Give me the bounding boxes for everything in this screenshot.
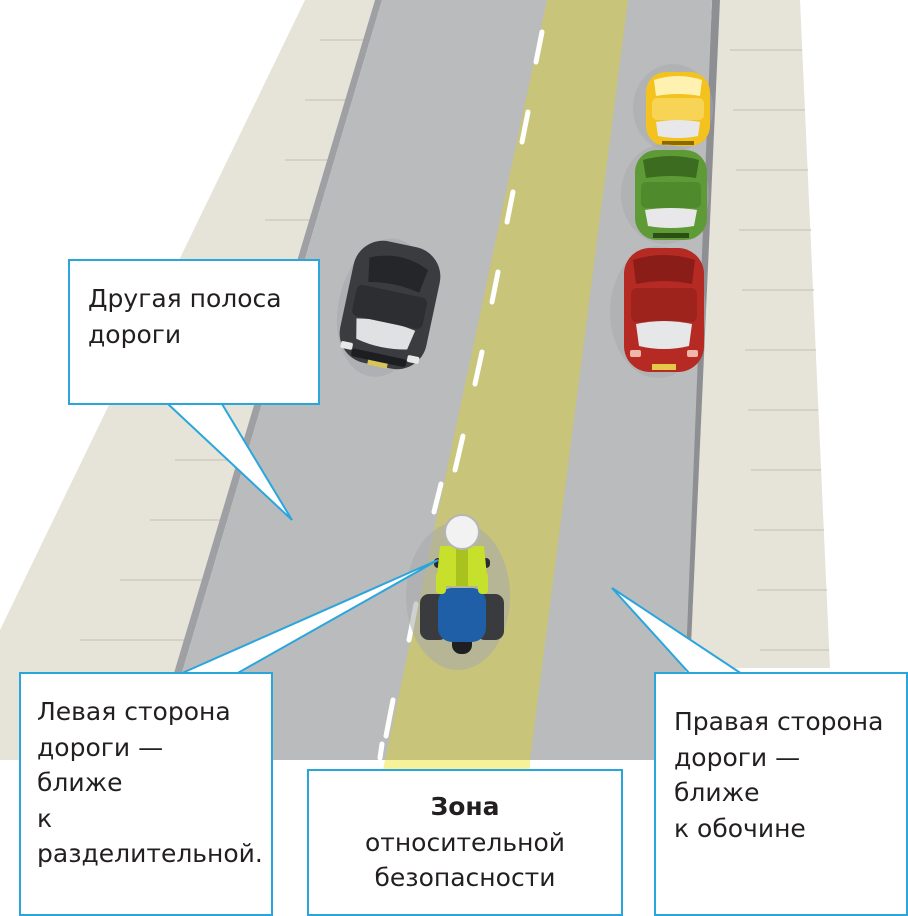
safe-zone-strip-end (383, 760, 530, 770)
callout-left-side: Левая сторона дороги — ближе к разделите… (19, 672, 273, 916)
callout-text: к обочине (674, 813, 806, 843)
callout-text: Левая сторона (37, 697, 231, 726)
callout-text: дороги — ближе (674, 742, 801, 808)
callout-text: дороги (88, 319, 182, 349)
motorcycle-icon (406, 514, 510, 670)
callout-text: Другая полоса (88, 284, 282, 313)
callout-text: относительной (364, 827, 566, 857)
callout-safe-zone: Зона относительной безопасности (307, 769, 623, 916)
car-red-icon (610, 246, 706, 378)
car-dark-icon (336, 238, 441, 377)
safe-zone-title: Зона (430, 792, 500, 821)
car-green-icon (621, 144, 709, 244)
callout-text: безопасности (374, 863, 556, 892)
callout-right-side: Правая сторона дороги — ближе к обочине (654, 672, 908, 916)
callout-text: дороги — ближе (37, 732, 164, 798)
callout-text: к (37, 803, 53, 833)
callout-text: разделительной. (37, 839, 263, 868)
callout-text: Правая сторона (674, 707, 884, 736)
right-sidewalk (690, 0, 830, 668)
car-yellow-icon (633, 64, 713, 152)
callout-other-lane: Другая полоса дороги (68, 259, 320, 405)
